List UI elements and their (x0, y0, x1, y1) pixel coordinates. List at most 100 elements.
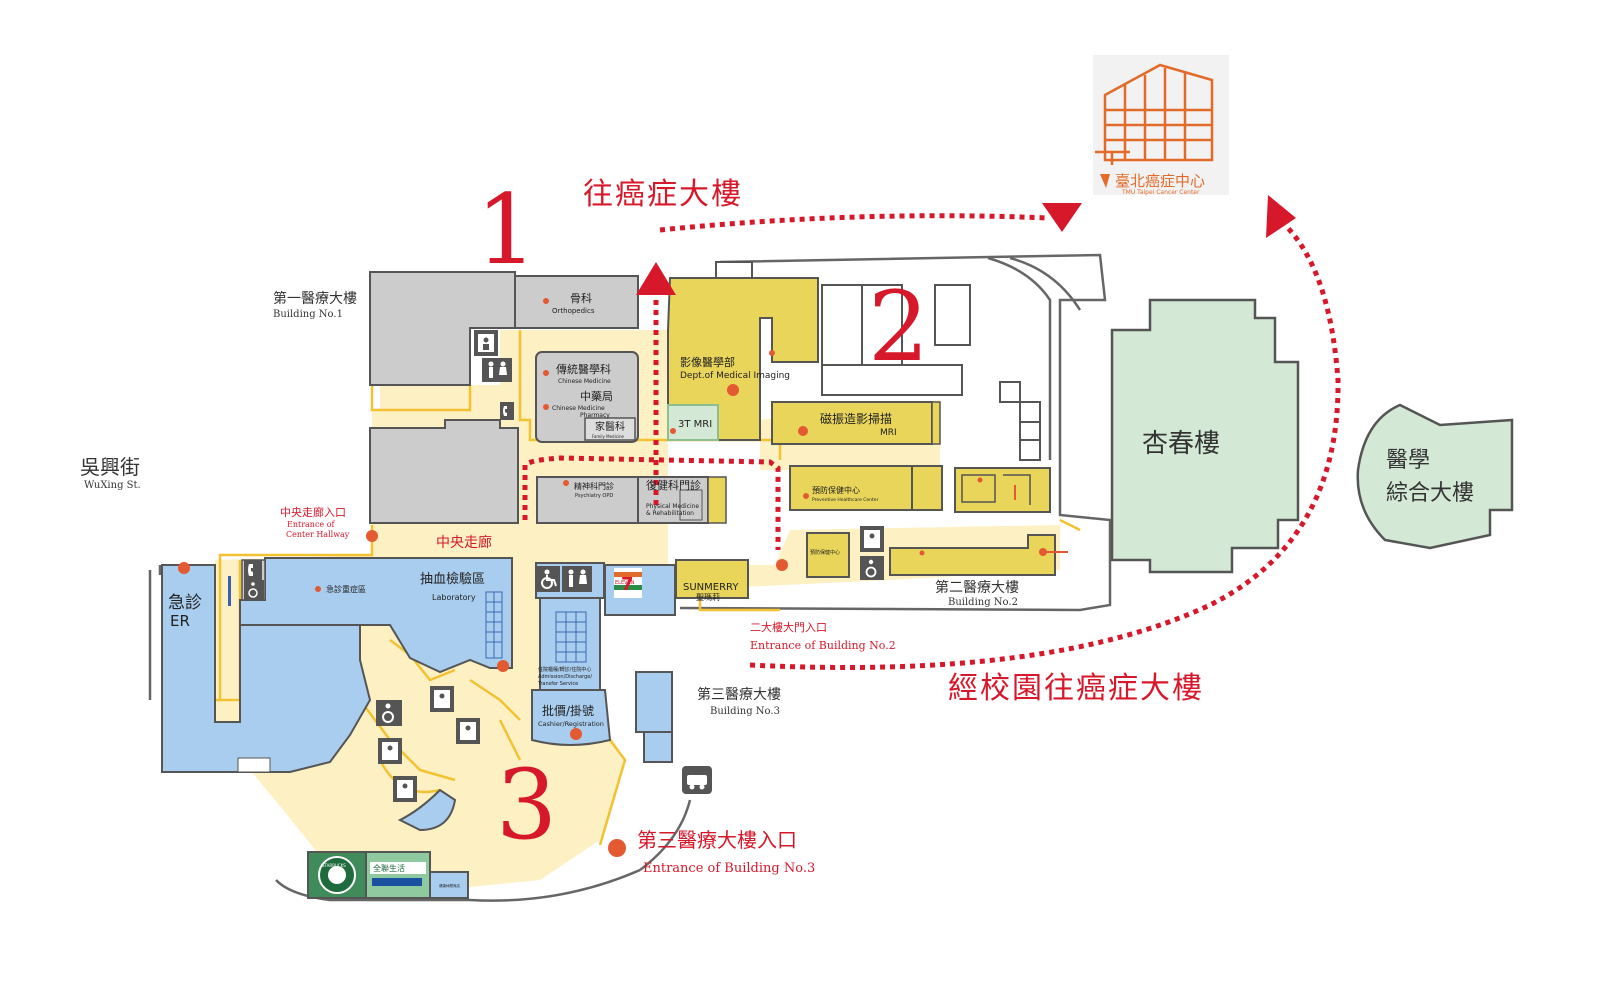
label-building-no1-en: Building No.1 (273, 309, 343, 320)
dept-family-en: Family Medicine (592, 434, 625, 439)
ortho-room[interactable] (514, 275, 639, 329)
restroom-icon[interactable] (482, 358, 512, 382)
entrance-center-hall-en1: Entrance of (287, 520, 336, 529)
b1-block-north (369, 271, 516, 386)
entrance-center-hall-zh: 中央走廊入口 (280, 505, 346, 519)
imaging-dept[interactable] (667, 277, 819, 441)
dept-pharmacy-zh: 中藥局 (580, 390, 613, 403)
preventive-health-center[interactable] (789, 465, 913, 511)
route-number-1: 1 (476, 174, 537, 286)
psychiatry-room[interactable] (536, 476, 639, 524)
route-inner-loop (522, 455, 781, 550)
cashier-area[interactable] (531, 689, 612, 746)
elevator-icon[interactable] (456, 718, 480, 744)
medical-complex-building[interactable] (1356, 403, 1514, 550)
dept-er-severe: 急診重症區 (326, 584, 366, 594)
location-dots (178, 298, 1068, 857)
dept-cashier-en: Cashier/Registration (538, 720, 604, 728)
dept-family-zh: 家醫科 (595, 420, 625, 433)
phone-icon[interactable] (244, 560, 262, 580)
dept-mri-3t: 3T MRI (678, 419, 712, 430)
building-no1 (369, 271, 727, 524)
dept-imaging-zh: 影像醫學部 (680, 355, 735, 369)
er-area[interactable] (161, 564, 372, 773)
label-building-no3-en: Building No.3 (710, 706, 780, 717)
dept-preventive-en: Preventive Healthcare Center (812, 497, 879, 503)
entrance-b3-zh: 第三醫療大樓入口 (637, 828, 797, 852)
campus-outline (148, 253, 1112, 902)
dept-chinese-med-en: Chinese Medicine (558, 378, 611, 385)
b1-block-south (369, 419, 519, 524)
label-building-no2: 第二醫療大樓 (935, 579, 1019, 596)
wheelchair-icon[interactable] (244, 580, 264, 600)
label-center-hallway: 中央走廊 (436, 534, 492, 551)
entrance-b2-en: Entrance of Building No.2 (750, 639, 896, 652)
hilife-store[interactable] (365, 851, 431, 899)
laboratory-area[interactable] (239, 557, 513, 674)
starbucks-logo-icon: STARBUCKS (318, 856, 356, 894)
elevator-icon[interactable] (474, 330, 498, 356)
street-wuxing-en: WuXing St. (84, 480, 141, 491)
sunmerry-label: SUNMERRY (683, 582, 739, 593)
dept-pharmacy-en1: Chinese Medicine (552, 405, 605, 412)
starbucks-label: STARBUCKS (322, 863, 346, 868)
wheelchair-icon[interactable] (860, 556, 884, 580)
dept-er-en: ER (170, 612, 190, 630)
small-shop-label: 健康休閒商店 (439, 883, 460, 888)
arrow-down-right (1042, 203, 1082, 232)
elevator-icon[interactable] (430, 686, 454, 712)
xingchun-building[interactable] (1110, 298, 1300, 574)
dept-lab-zh: 抽血檢驗區 (420, 571, 485, 587)
building-no2 (667, 261, 1056, 599)
dept-psych-en: Psychiatry OPD (575, 493, 613, 499)
restroom-icon[interactable] (562, 566, 592, 592)
dept-cashier-zh: 批價/掛號 (542, 703, 594, 718)
route-to-cancer-tower (659, 213, 1049, 233)
sunmerry-bakery[interactable] (675, 559, 749, 599)
dept-chinese-med-zh: 傳統醫學科 (556, 362, 611, 376)
label-building-no3: 第三醫療大樓 (697, 686, 781, 703)
route-number-2: 2 (868, 271, 929, 383)
dept-pharmacy-en2: Pharmacy (580, 412, 610, 419)
cancer-center-name-en: TMU Taipei Cancer Center (1121, 189, 1200, 196)
label-building-no2-en: Building No.2 (948, 597, 1018, 608)
cancer-center-logo: 臺北癌症中心 TMU Taipei Cancer Center (1093, 55, 1229, 196)
dept-admission-zh: 住院櫃檯/轉診/住院中心 (538, 666, 591, 673)
dept-mri-zh: 磁振造影掃描 (820, 411, 892, 426)
label-xingchun: 杏春樓 (1142, 429, 1220, 459)
arrow-up (636, 262, 676, 295)
route-lines (522, 213, 1341, 670)
mri-3t-room[interactable] (667, 404, 719, 441)
elevator-icon[interactable] (378, 738, 402, 764)
seven-eleven-logo-icon: 7 ELEVEN (614, 568, 642, 598)
dept-rehab-zh: 復健科門診 (646, 478, 701, 492)
elevator-icon[interactable] (860, 526, 884, 552)
dept-admission-en2: Transfer Service (537, 681, 578, 687)
dept-rehab-en2: & Rehabilitation (646, 510, 694, 517)
label-medical-complex-1: 醫學 (1386, 448, 1430, 473)
street-wuxing: 吳興街 (80, 455, 140, 479)
wheelchair-icon[interactable] (376, 700, 402, 726)
dept-ortho-en: Orthopedics (552, 307, 595, 315)
dept-imaging-en: Dept.of Medical Imaging (680, 371, 790, 381)
preventive-small-room[interactable] (806, 532, 850, 578)
cancer-center-mark-icon (1100, 174, 1110, 188)
dept-admission-en1: Admission/Discharge/ (538, 674, 592, 680)
dept-ortho-zh: 骨科 (570, 291, 592, 305)
cancer-center-name: 臺北癌症中心 (1115, 172, 1205, 190)
seating-grid (485, 591, 587, 663)
phone-icon[interactable] (500, 402, 514, 420)
entrance-b2-zh: 二大樓大門入口 (750, 620, 827, 634)
entrance-center-hall-en2: Center Hallway (286, 530, 350, 539)
label-to-cancer-tower: 往癌症大樓 (583, 177, 743, 212)
wheelchair-icon[interactable] (536, 566, 560, 592)
small-shop[interactable] (429, 871, 469, 899)
dept-mri-en: MRI (880, 428, 897, 438)
hilife-label: 全聯生活 (373, 863, 405, 873)
dept-lab-en: Laboratory (432, 593, 476, 602)
family-medicine-room[interactable] (584, 417, 636, 441)
parking-icon[interactable] (682, 766, 712, 794)
elevator-icon[interactable] (393, 776, 417, 802)
label-via-campus: 經校園往癌症大樓 (948, 671, 1204, 706)
